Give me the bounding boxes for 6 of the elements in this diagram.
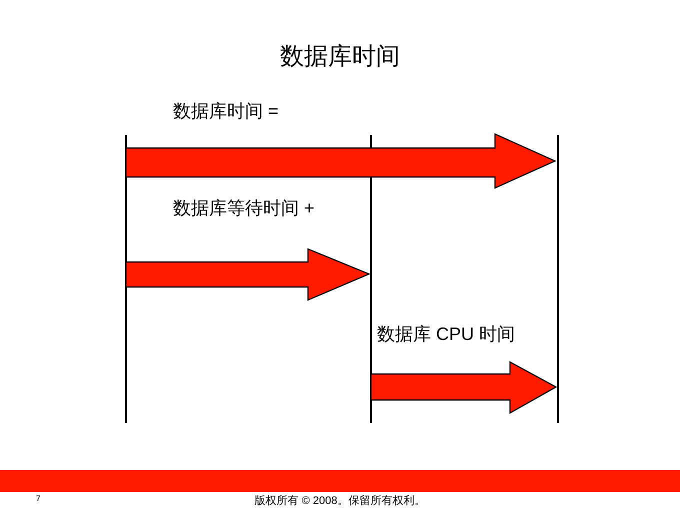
label-text: 数据库等待时间 + <box>173 197 315 220</box>
copyright-text: 版权所有 © 2008。保留所有权利。 <box>254 494 426 508</box>
label-text: 数据库时间 = <box>173 100 279 123</box>
page-number: 7 <box>36 494 40 503</box>
slide-title: 数据库时间 <box>280 42 400 72</box>
label-text: 数据库 CPU 时间 <box>377 323 516 346</box>
